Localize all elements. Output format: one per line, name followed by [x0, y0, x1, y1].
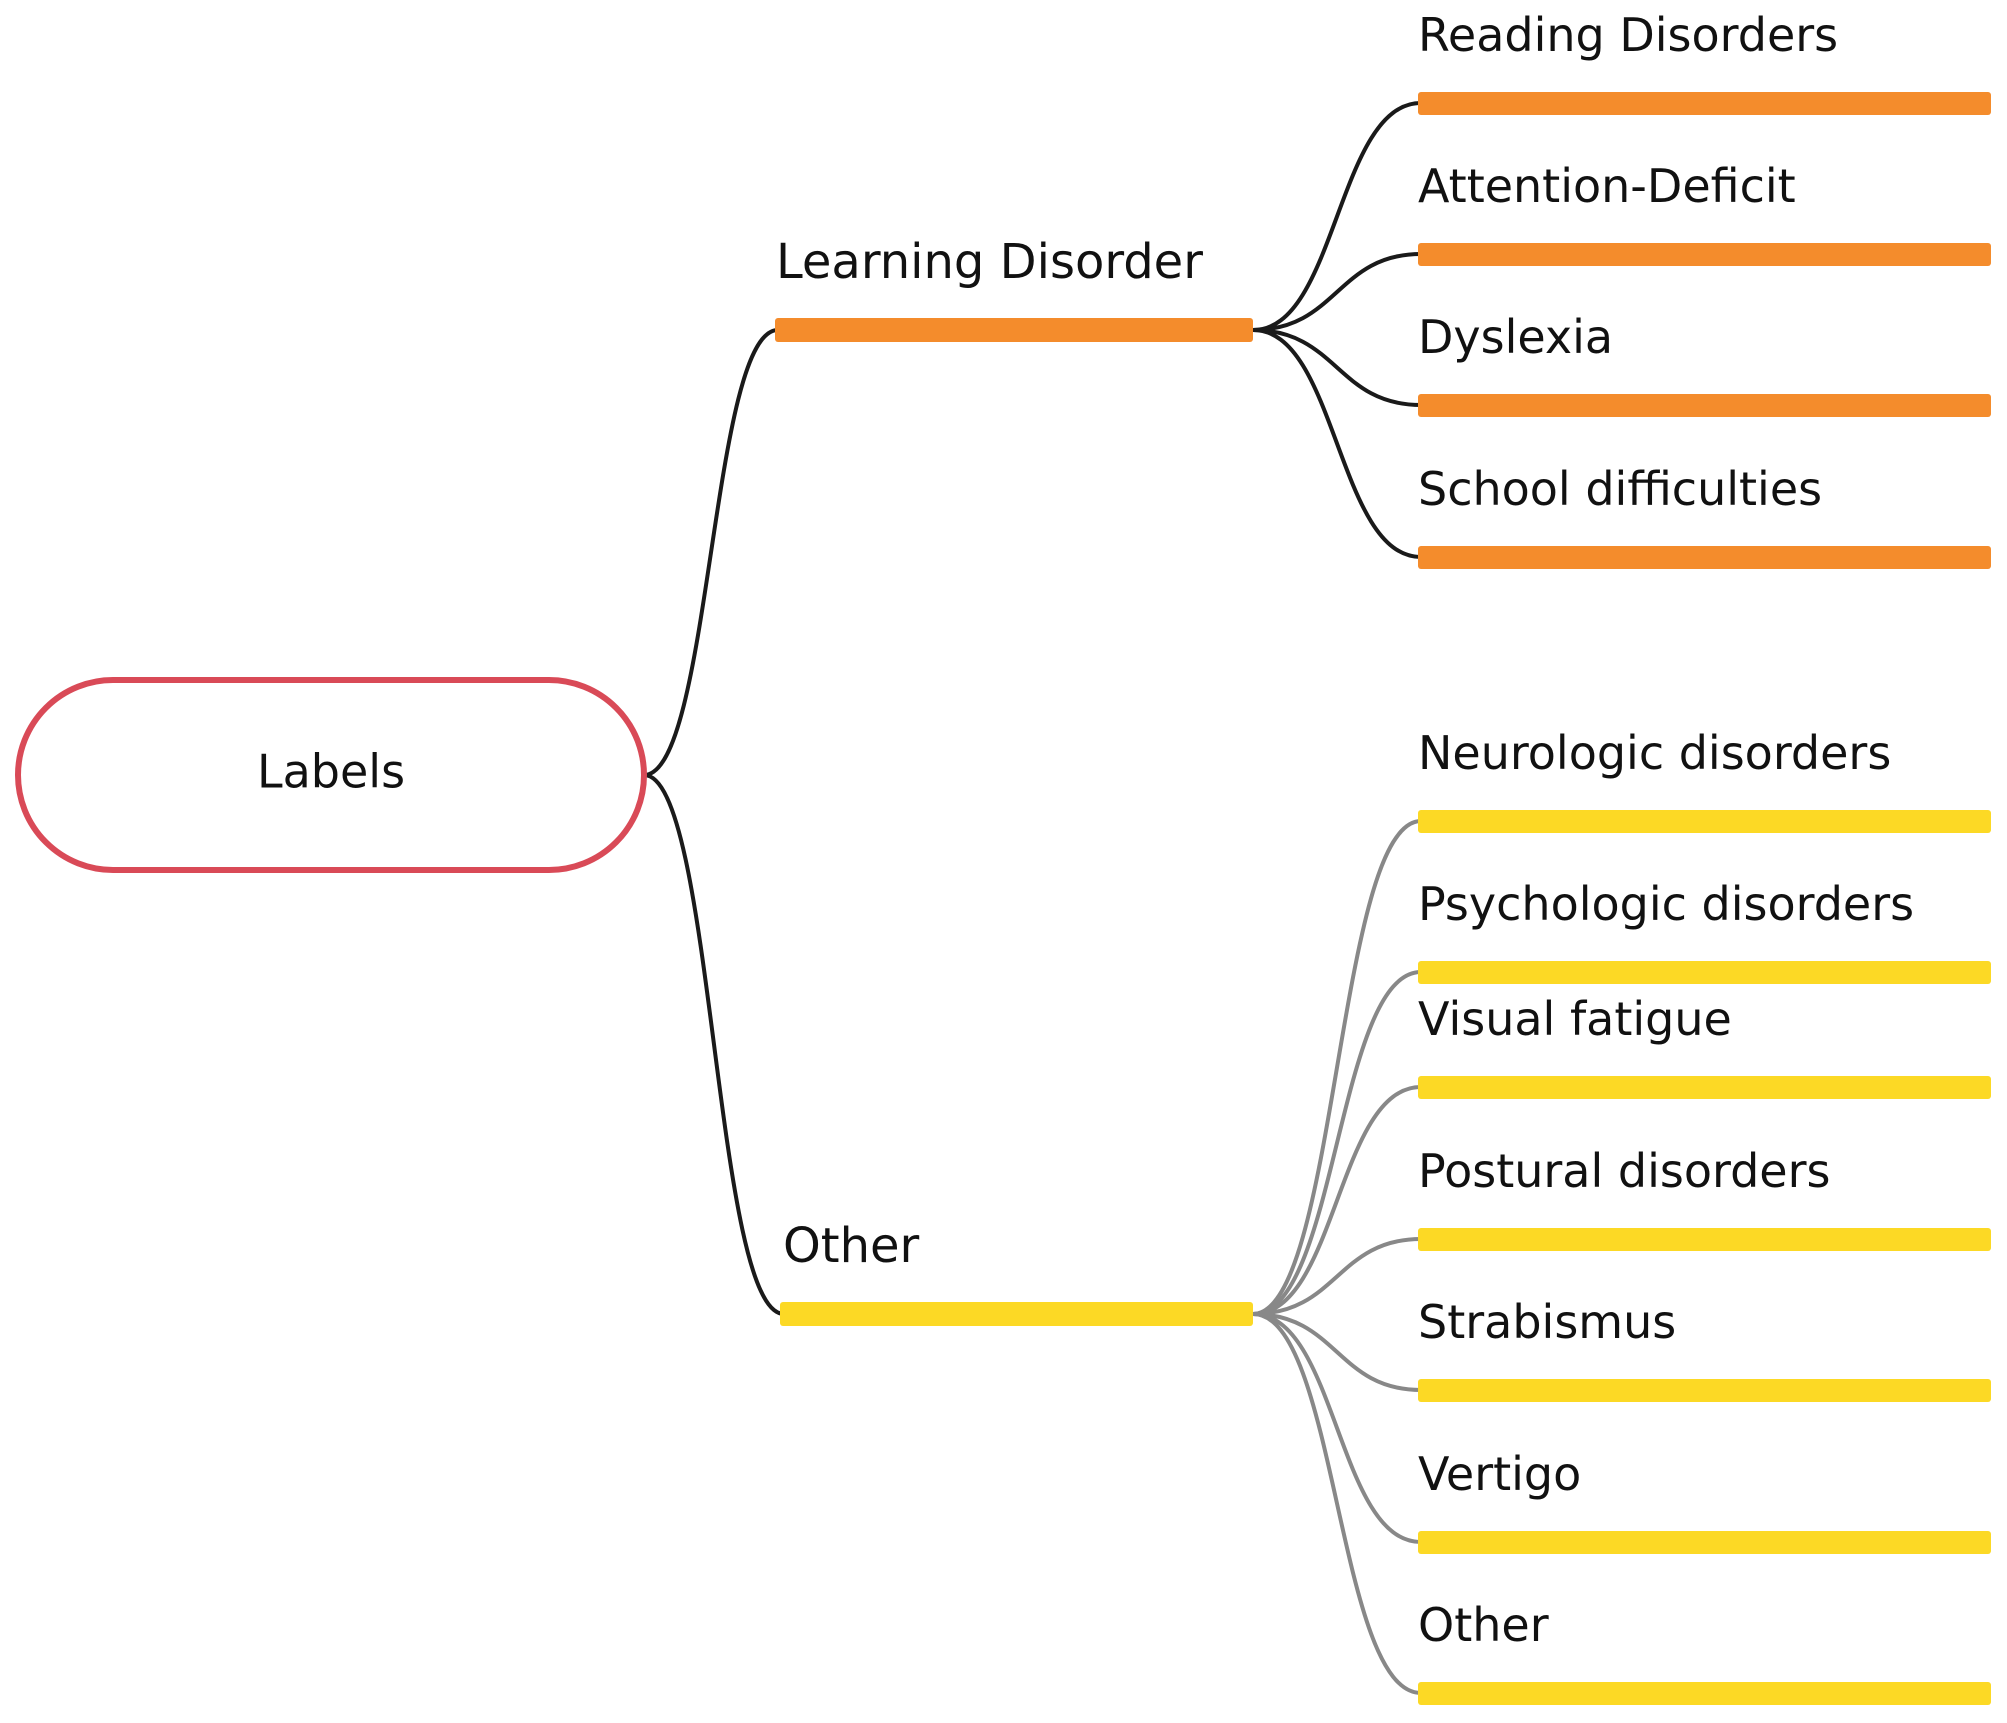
- leaf-node[interactable]: Reading Disorders: [1418, 8, 1991, 115]
- leaf-label-postural-disorders: Postural disorders: [1418, 1144, 1830, 1198]
- leaf-label-dyslexia: Dyslexia: [1418, 310, 1613, 364]
- leaf-node[interactable]: School difficulties: [1418, 462, 1991, 569]
- leaf-bar-attention-deficit[interactable]: [1418, 243, 1991, 266]
- connector-root-to-learning-disorder: [642, 328, 780, 777]
- branch-bar-learning-disorder[interactable]: [775, 318, 1253, 342]
- leaf-node[interactable]: Postural disorders: [1418, 1144, 1991, 1251]
- connectors: [642, 101, 1423, 1695]
- leaf-bar-strabismus[interactable]: [1418, 1379, 1991, 1402]
- connector-other-child-1: [1251, 970, 1423, 1316]
- connector-learning-disorder-child-0: [1251, 101, 1423, 332]
- leaf-bar-school-difficulties[interactable]: [1418, 546, 1991, 569]
- root-node[interactable]: [15, 677, 647, 873]
- connector-other-child-4: [1251, 1312, 1423, 1392]
- branch-label-other: Other: [783, 1218, 920, 1274]
- connector-other-child-2: [1251, 1085, 1423, 1316]
- leaf-label-neurologic-disorders: Neurologic disorders: [1418, 726, 1891, 780]
- connector-other-child-5: [1251, 1312, 1423, 1544]
- connector-other-child-0: [1251, 819, 1423, 1316]
- leaf-bar-psychologic-disorders[interactable]: [1418, 961, 1991, 984]
- leaf-label-visual-fatigue: Visual fatigue: [1418, 992, 1732, 1046]
- leaf-bar-reading-disorders[interactable]: [1418, 92, 1991, 115]
- root-label: Labels: [257, 745, 405, 799]
- leaf-node[interactable]: Strabismus: [1418, 1295, 1991, 1402]
- leaf-bar-visual-fatigue[interactable]: [1418, 1076, 1991, 1099]
- leaf-label-reading-disorders: Reading Disorders: [1418, 8, 1838, 62]
- leaf-label-psychologic-disorders: Psychologic disorders: [1418, 877, 1914, 931]
- leaf-label-attention-deficit: Attention-Deficit: [1418, 159, 1796, 213]
- connector-other-child-6: [1251, 1312, 1423, 1695]
- connector-learning-disorder-child-2: [1251, 328, 1423, 407]
- branch-bar-other[interactable]: [780, 1302, 1253, 1326]
- connector-other-child-3: [1251, 1237, 1423, 1316]
- leaf-label-vertigo: Vertigo: [1418, 1447, 1581, 1501]
- leaf-node[interactable]: Other: [1418, 1598, 1991, 1705]
- leaf-node[interactable]: Psychologic disorders: [1418, 877, 1991, 984]
- leaf-node[interactable]: Visual fatigue: [1418, 992, 1991, 1099]
- branch-label-learning-disorder: Learning Disorder: [776, 234, 1203, 290]
- leaf-node[interactable]: Neurologic disorders: [1418, 726, 1991, 833]
- connector-root-to-other: [642, 773, 786, 1316]
- leaf-bar-other[interactable]: [1418, 1682, 1991, 1705]
- connector-learning-disorder-child-1: [1251, 252, 1423, 332]
- leaf-label-other: Other: [1418, 1598, 1549, 1652]
- leaf-node[interactable]: Dyslexia: [1418, 310, 1991, 417]
- leaf-bar-dyslexia[interactable]: [1418, 394, 1991, 417]
- leaf-bar-neurologic-disorders[interactable]: [1418, 810, 1991, 833]
- leaf-node[interactable]: Vertigo: [1418, 1447, 1991, 1554]
- leaf-label-school-difficulties: School difficulties: [1418, 462, 1822, 516]
- connector-learning-disorder-child-3: [1251, 328, 1423, 559]
- leaf-node[interactable]: Attention-Deficit: [1418, 159, 1991, 266]
- leaf-bar-vertigo[interactable]: [1418, 1531, 1991, 1554]
- leaf-bar-postural-disorders[interactable]: [1418, 1228, 1991, 1251]
- leaf-label-strabismus: Strabismus: [1418, 1295, 1676, 1349]
